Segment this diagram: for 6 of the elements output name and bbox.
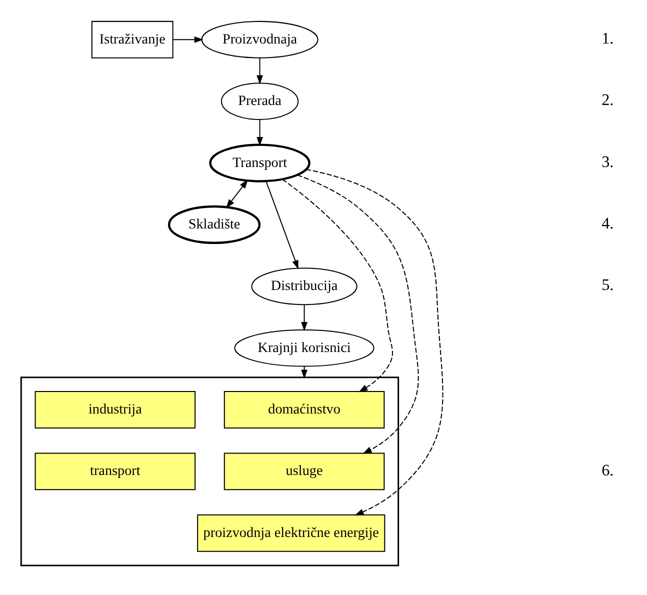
label: 4.: [601, 216, 614, 233]
label: 3.: [601, 154, 614, 171]
label: 2.: [601, 92, 614, 110]
label: 6.: [601, 462, 614, 480]
label: 5.: [601, 277, 614, 294]
label: 1.: [601, 30, 614, 48]
